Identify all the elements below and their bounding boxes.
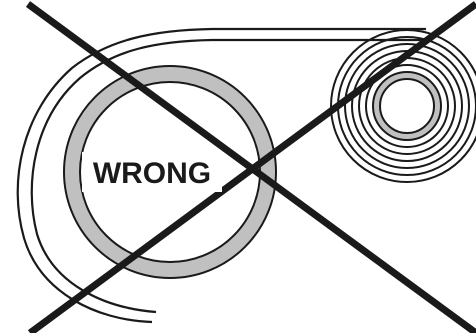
small-coil-core (373, 72, 441, 140)
wrong-label: WRONG (93, 157, 211, 190)
small-coil-core-hole (380, 79, 434, 133)
